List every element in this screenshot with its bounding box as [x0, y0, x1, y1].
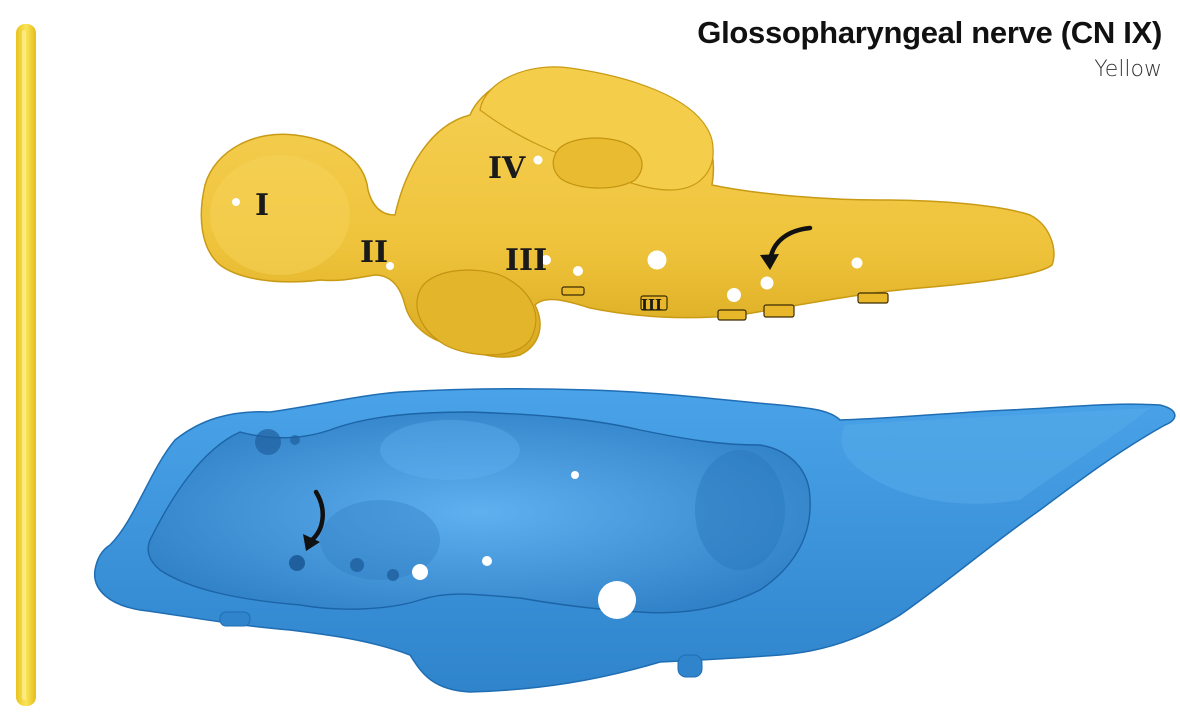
- skull-model: [95, 389, 1175, 692]
- numeral-2: II: [360, 235, 388, 270]
- nerve-strand: [16, 24, 36, 706]
- numeral-4: IV: [488, 151, 526, 186]
- numeral-1: I: [255, 188, 269, 223]
- brain-model: I II III IV III: [201, 67, 1054, 357]
- numeral-3-socket: III: [641, 296, 662, 314]
- numeral-3: III: [505, 243, 547, 278]
